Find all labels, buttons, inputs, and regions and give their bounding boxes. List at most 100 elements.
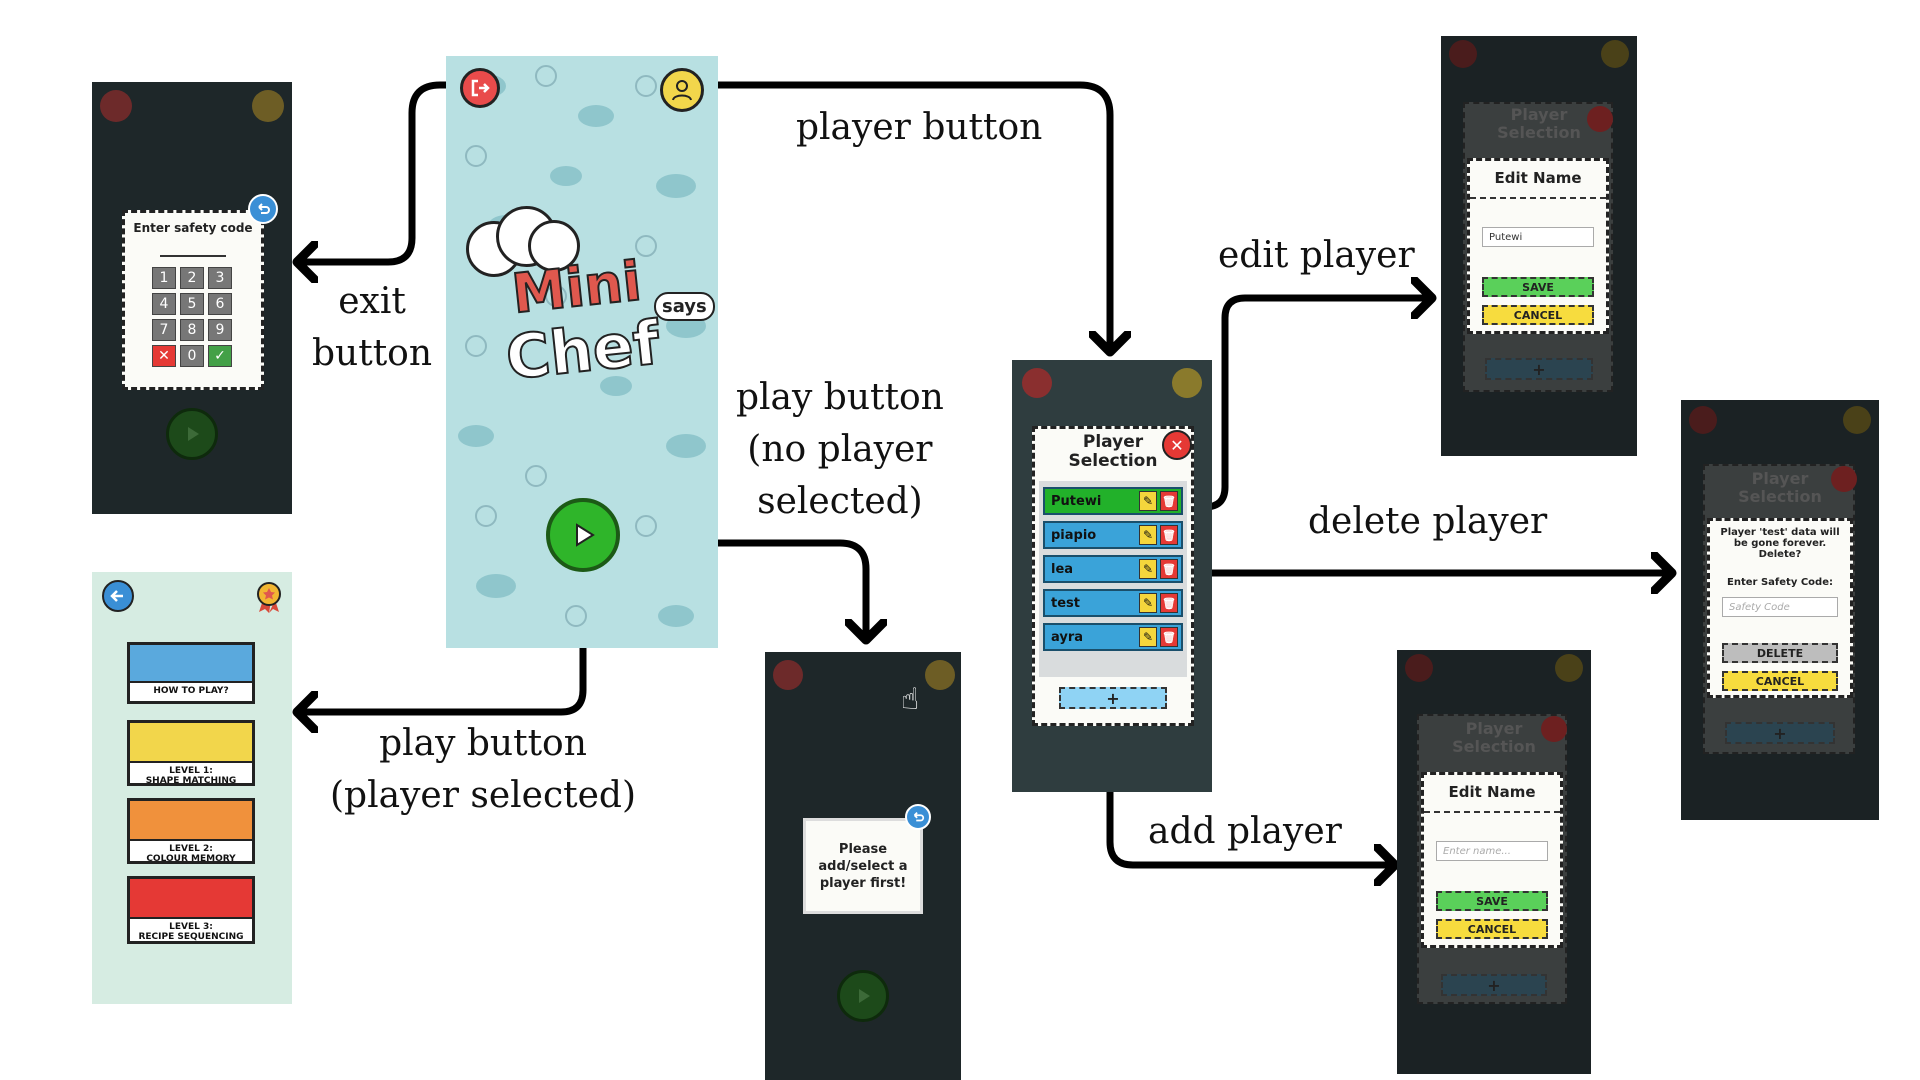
user-icon-dim — [925, 660, 955, 690]
level-caption: HOW TO PLAY? — [153, 686, 229, 696]
arrow-exit — [297, 81, 482, 262]
award-icon — [257, 582, 281, 613]
player-name: lea — [1051, 561, 1074, 577]
arrow-player — [708, 81, 1110, 352]
trash-icon[interactable]: 🗑 — [1160, 559, 1178, 579]
keypad-key[interactable]: 3 — [208, 267, 232, 289]
exit-button[interactable] — [460, 68, 500, 108]
player-row[interactable]: test ✎🗑 — [1043, 589, 1183, 617]
pencil-icon[interactable]: ✎ — [1139, 491, 1157, 511]
keypad-key[interactable]: 1 — [152, 267, 176, 289]
player-row[interactable]: lea ✎🗑 — [1043, 555, 1183, 583]
bg-title: Player Selection — [1738, 469, 1822, 506]
add-player-button-dim: + — [1485, 358, 1593, 380]
logo-says: says — [654, 292, 715, 321]
add-player-screen: Player Selection Edit Name Enter name...… — [1397, 650, 1591, 1074]
player-button[interactable] — [660, 68, 704, 112]
keypad-key[interactable]: 4 — [152, 293, 176, 315]
title-divider — [1470, 197, 1606, 199]
exit-icon — [471, 79, 490, 97]
back-button[interactable] — [102, 580, 134, 612]
add-player-button-dim: + — [1441, 974, 1547, 996]
exit-icon-dim — [1449, 40, 1477, 68]
pencil-icon[interactable]: ✎ — [1139, 627, 1157, 647]
back-undo-button[interactable] — [248, 194, 278, 224]
player-name: test — [1051, 595, 1080, 611]
award-button[interactable] — [254, 580, 284, 614]
player-selection-dialog: Player Selection + Putewi✎🗑piapio✎🗑lea✎🗑… — [1032, 426, 1194, 726]
title-divider — [1424, 811, 1560, 813]
exit-icon-dim — [1405, 654, 1433, 682]
play-button-dim — [166, 408, 218, 460]
trash-icon[interactable]: 🗑 — [1160, 525, 1178, 545]
arrow-play-no-player — [606, 539, 866, 640]
level-card-1[interactable]: LEVEL 1: SHAPE MATCHING — [127, 720, 255, 786]
cancel-button[interactable]: CANCEL — [1482, 305, 1594, 325]
player-name: ayra — [1051, 629, 1084, 645]
trash-icon[interactable]: 🗑 — [1160, 627, 1178, 647]
keypad-key[interactable]: 7 — [152, 319, 176, 341]
user-icon-dim — [252, 90, 284, 122]
no-player-screen: ☝ Please add/select a player first! — [765, 652, 961, 1080]
save-button[interactable]: SAVE — [1482, 277, 1594, 297]
keypad-key[interactable]: 0 — [180, 345, 204, 367]
level-card-2[interactable]: LEVEL 2: COLOUR MEMORY — [127, 798, 255, 864]
user-icon — [672, 80, 692, 101]
play-button[interactable] — [546, 498, 620, 572]
delete-message: Player 'test' data will be gone forever.… — [1720, 527, 1840, 560]
level-card-3[interactable]: LEVEL 3: RECIPE SEQUENCING — [127, 876, 255, 944]
safety-code-input[interactable]: Safety Code — [1722, 597, 1838, 617]
no-player-message: Please add/select a player first! — [818, 842, 908, 891]
user-icon-dim — [1555, 654, 1583, 682]
keypad-key[interactable]: 8 — [180, 319, 204, 341]
edit-name-title: Edit Name — [1494, 169, 1582, 187]
trash-icon[interactable]: 🗑 — [1160, 593, 1178, 613]
cancel-button[interactable]: CANCEL — [1436, 919, 1548, 939]
player-row[interactable]: ayra ✎🗑 — [1043, 623, 1183, 651]
trash-icon[interactable]: 🗑 — [1160, 491, 1178, 511]
pencil-icon[interactable]: ✎ — [1139, 525, 1157, 545]
delete-dialog: Player 'test' data will be gone forever.… — [1707, 518, 1853, 698]
user-icon-dim — [1172, 368, 1202, 398]
keypad-key[interactable]: 5 — [180, 293, 204, 315]
keypad-key[interactable]: 6 — [208, 293, 232, 315]
save-button[interactable]: SAVE — [1436, 891, 1548, 911]
name-input[interactable]: Enter name... — [1436, 841, 1548, 861]
user-icon-dim — [1843, 406, 1871, 434]
edit-name-dialog: Edit Name Putewi SAVE CANCEL — [1467, 158, 1609, 334]
exit-icon-dim — [1689, 406, 1717, 434]
user-icon-dim — [1601, 40, 1629, 68]
back-icon — [110, 590, 123, 602]
keypad-key[interactable]: 2 — [180, 267, 204, 289]
exit-icon-dim — [100, 90, 132, 122]
keypad-key[interactable]: 9 — [208, 319, 232, 341]
keypad-key[interactable]: ✕ — [152, 345, 176, 367]
level-caption: LEVEL 1: SHAPE MATCHING — [145, 766, 237, 786]
arrow-edit — [1156, 298, 1432, 511]
name-input[interactable]: Putewi — [1482, 227, 1594, 247]
close-icon-dim — [1541, 716, 1567, 742]
player-row[interactable]: piapio ✎🗑 — [1043, 521, 1183, 549]
undo-icon — [913, 812, 925, 822]
back-undo-button[interactable] — [905, 804, 931, 830]
player-name: piapio — [1051, 527, 1097, 543]
add-player-button[interactable]: + — [1059, 687, 1167, 709]
level-card-how-to-play[interactable]: HOW TO PLAY? — [127, 642, 255, 704]
hand-pointer-icon: ☝ — [901, 682, 920, 717]
pencil-icon[interactable]: ✎ — [1139, 593, 1157, 613]
level-caption: LEVEL 3: RECIPE SEQUENCING — [138, 922, 244, 942]
exit-icon-dim — [1022, 368, 1052, 398]
arrow-add — [1106, 721, 1395, 865]
cancel-button[interactable]: CANCEL — [1722, 671, 1838, 691]
delete-button[interactable]: DELETE — [1722, 643, 1838, 663]
keypad-key[interactable]: ✓ — [208, 345, 232, 367]
colour-memory-art — [130, 801, 252, 841]
close-button[interactable]: ✕ — [1162, 430, 1192, 460]
label-exit-button: exit button — [312, 281, 433, 375]
pencil-icon[interactable]: ✎ — [1139, 559, 1157, 579]
player-row[interactable]: Putewi✎🗑 — [1043, 487, 1183, 515]
